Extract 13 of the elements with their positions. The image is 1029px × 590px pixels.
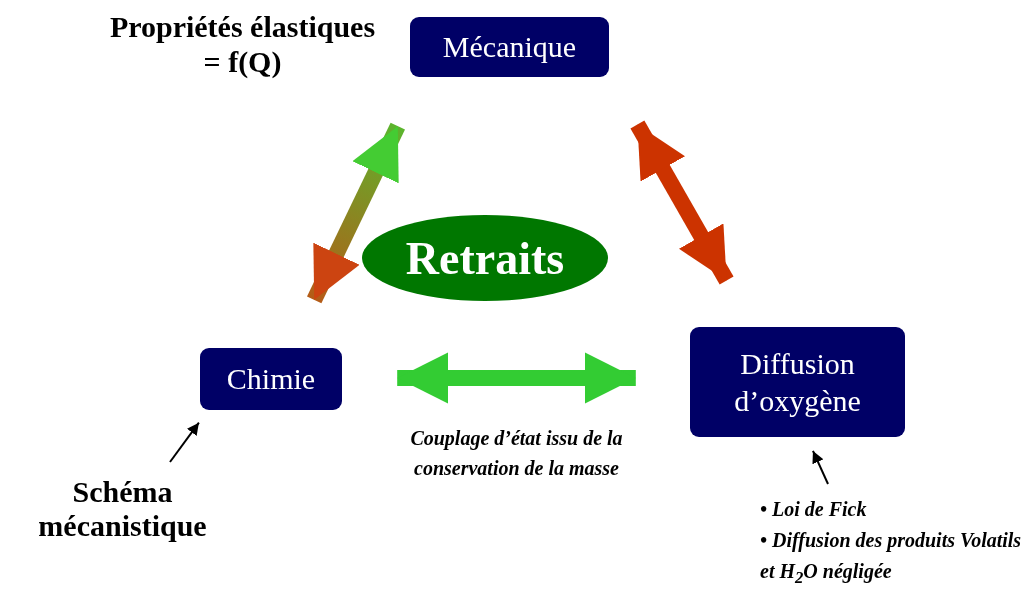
double-arrow bbox=[630, 120, 734, 285]
arrow bbox=[169, 421, 200, 463]
title-text: Retraits bbox=[405, 231, 565, 285]
note-text: • Loi de Fick bbox=[760, 496, 867, 522]
note-text: Schéma mécanistique bbox=[37, 474, 208, 544]
arrow bbox=[811, 449, 829, 485]
label-box: Chimie bbox=[200, 348, 342, 410]
double-arrow bbox=[307, 122, 405, 304]
label-box: Mécanique bbox=[410, 17, 609, 77]
label-box: Diffusion d’oxygène bbox=[690, 327, 905, 437]
double-arrow bbox=[397, 352, 636, 404]
annotation-text: Propriétés élastiques = f(Q) bbox=[108, 10, 377, 79]
note-text: • Diffusion des produits Volatils et H$_{2}$O négligée bbox=[760, 527, 1023, 589]
